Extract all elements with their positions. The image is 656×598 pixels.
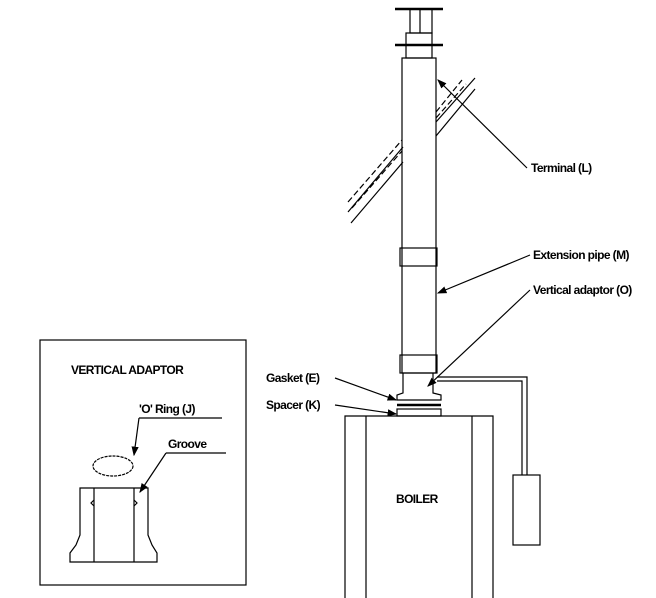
groove-label: Groove (168, 437, 207, 451)
roof (347, 77, 476, 224)
vertical-adaptor-inset: VERTICAL ADAPTOR 'O' Ring (J) Groove (39, 339, 247, 586)
side-pipe (437, 376, 541, 546)
boiler: BOILER (344, 415, 494, 598)
spacer-label: Spacer (K) (266, 398, 321, 412)
o-ring (92, 455, 134, 477)
flue-pipe (396, 57, 442, 417)
extension-pipe-label: Extension pipe (M) (533, 248, 629, 262)
vertical-adaptor-label: Vertical adaptor (O) (533, 283, 632, 297)
gasket-label: Gasket (E) (266, 371, 320, 385)
inset-title: VERTICAL ADAPTOR (71, 363, 184, 377)
terminal-label: Terminal (L) (531, 161, 592, 175)
terminal-cap (395, 7, 443, 59)
boiler-label: BOILER (396, 492, 439, 506)
o-ring-label: 'O' Ring (J) (139, 402, 195, 416)
